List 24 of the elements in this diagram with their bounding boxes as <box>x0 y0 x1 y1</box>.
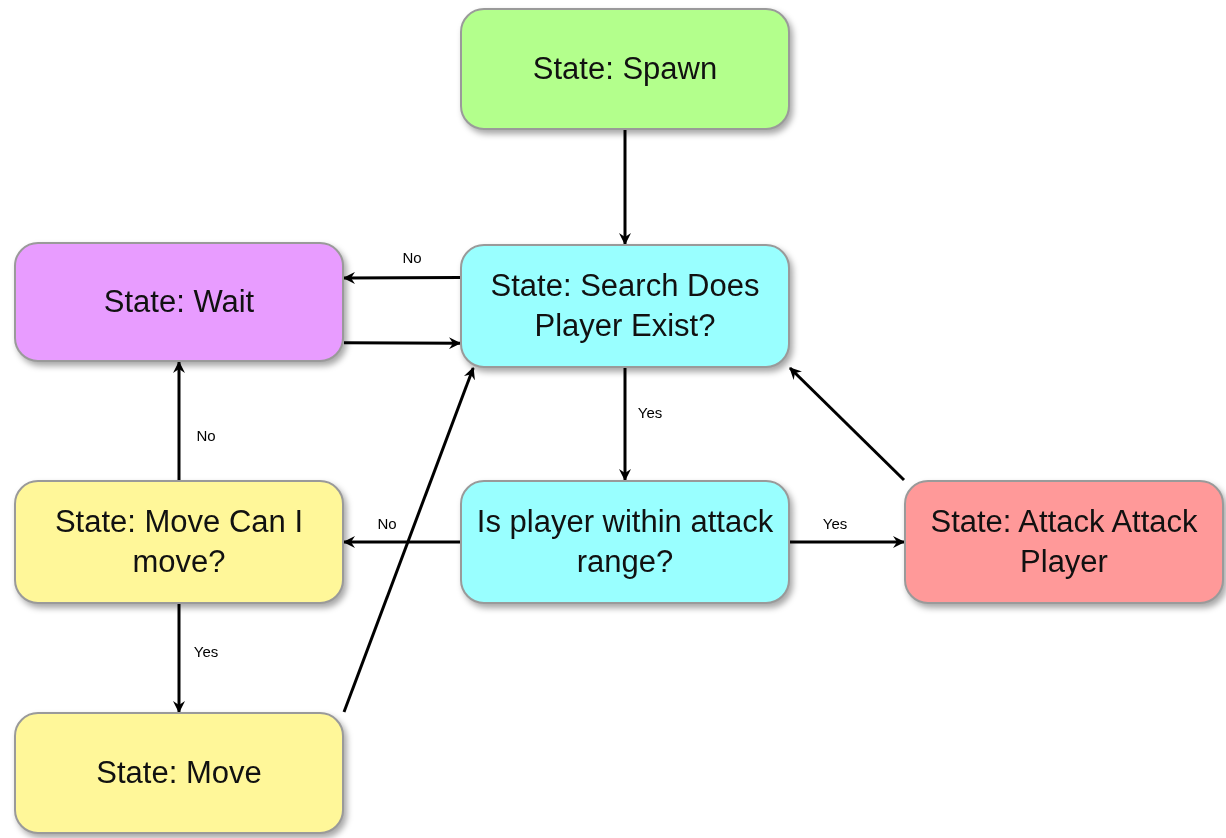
node-label: State: Move <box>95 753 263 792</box>
state-box <box>14 480 344 604</box>
arrow <box>342 367 475 713</box>
arrow <box>790 536 905 548</box>
state-box <box>904 480 1224 604</box>
decision-box <box>460 480 790 604</box>
arrow <box>343 271 460 284</box>
arrow <box>173 604 185 713</box>
arrow <box>619 130 631 245</box>
state-box <box>460 8 790 130</box>
arrow <box>173 361 185 480</box>
arrow <box>343 536 460 548</box>
node-label: Is player within attack range? <box>475 502 775 581</box>
arrow <box>344 337 461 350</box>
node-label: State: Move Can I move? <box>53 502 305 581</box>
node-label: State: Attack Attack Player <box>929 502 1199 581</box>
state-box <box>14 712 344 834</box>
node-label: State: Spawn <box>531 49 719 88</box>
state-box <box>460 244 790 368</box>
state-box <box>14 242 344 362</box>
node-label: State: Search Does Player Exist? <box>489 266 761 345</box>
node-label: State: Wait <box>102 282 256 321</box>
arrow <box>788 366 906 482</box>
arrow <box>619 368 631 481</box>
